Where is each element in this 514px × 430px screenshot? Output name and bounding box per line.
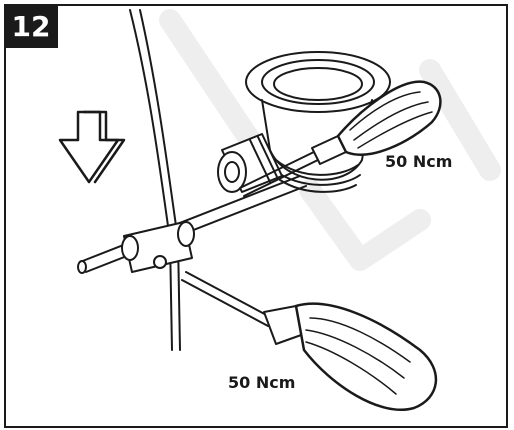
vertical-wire <box>129 9 173 351</box>
watermark <box>159 9 501 271</box>
screwdriver-icon-2 <box>181 271 437 411</box>
arrow-down-icon <box>58 110 126 184</box>
diagram-frame <box>4 4 508 428</box>
torque-label-lower: 50 Ncm <box>228 373 296 392</box>
clamp <box>121 221 195 273</box>
screwdriver-icon <box>239 80 442 197</box>
torque-label-upper: 50 Ncm <box>385 152 453 171</box>
nut <box>217 133 283 193</box>
rod <box>77 175 307 274</box>
step-number-badge: 12 <box>4 4 58 48</box>
drain-fitting <box>245 51 391 193</box>
